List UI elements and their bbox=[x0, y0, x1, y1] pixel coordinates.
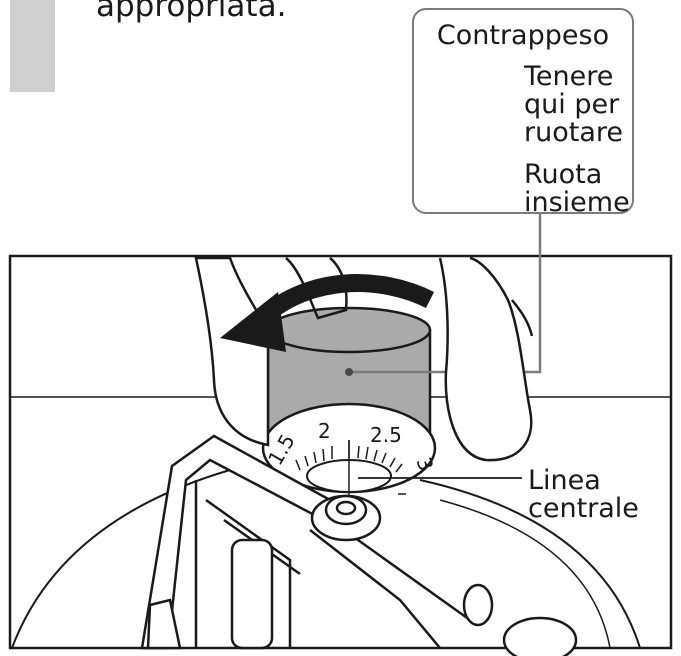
center-line-label: Linea centrale bbox=[528, 467, 639, 523]
base-arc-right bbox=[419, 479, 641, 649]
counterweight-callout: Contrappeso bbox=[412, 8, 634, 214]
hold-here-label: Tenere qui per ruotare bbox=[524, 63, 623, 147]
tick-label-2-5: 2.5 bbox=[370, 423, 402, 447]
counterweight-group: 2 2.5 1.5 3 bbox=[261, 306, 439, 520]
base-arc-left bbox=[11, 469, 231, 649]
hold-label-line: ruotare bbox=[524, 117, 623, 148]
finger-middle bbox=[285, 257, 348, 320]
hand-icon bbox=[194, 256, 534, 462]
callout-title: Contrappeso bbox=[436, 20, 610, 51]
tonearm-knob bbox=[462, 583, 494, 627]
tick-label-2: 2 bbox=[318, 419, 331, 443]
instruction-text: appropriata. bbox=[96, 0, 287, 24]
base-arc-inner bbox=[439, 499, 611, 649]
center-label-line: Linea bbox=[528, 465, 601, 496]
counterweight-top bbox=[266, 306, 432, 354]
rotate-label-line: Ruota bbox=[524, 159, 603, 190]
tonearm-rest bbox=[502, 616, 578, 656]
pivot-hole bbox=[335, 500, 357, 516]
finger-left bbox=[194, 256, 270, 447]
bracket-block bbox=[230, 538, 274, 650]
step-indicator-bar bbox=[10, 0, 55, 92]
bracket-foot bbox=[146, 598, 182, 650]
center-label-line: centrale bbox=[528, 493, 639, 524]
leader-dot bbox=[345, 368, 353, 376]
callout-leader bbox=[349, 214, 542, 374]
rotate-label-line: insieme bbox=[524, 187, 630, 218]
rotates-together-label: Ruota insieme bbox=[524, 161, 630, 217]
thumb bbox=[438, 256, 533, 462]
hold-label-line: qui per bbox=[524, 89, 620, 120]
rotate-left-arrow-icon bbox=[220, 274, 435, 352]
thumb-crease bbox=[511, 299, 534, 337]
hold-label-line: Tenere bbox=[524, 61, 614, 92]
tonearm-bracket bbox=[140, 434, 578, 656]
